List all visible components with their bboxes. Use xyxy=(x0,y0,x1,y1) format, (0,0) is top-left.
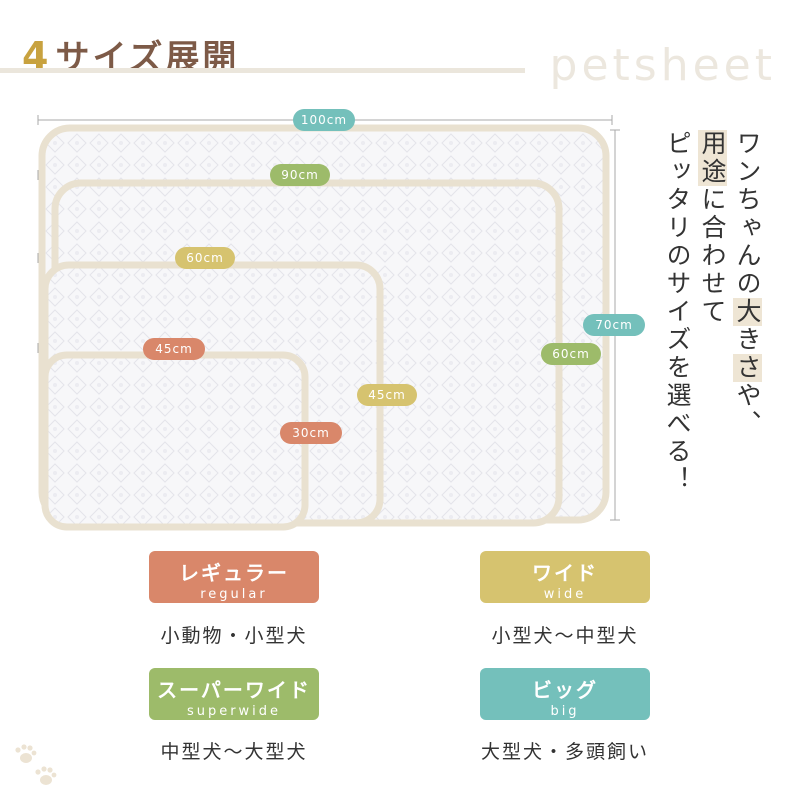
badge-big-jp: ビッグ xyxy=(532,678,598,702)
header-subtitle: petsheet xyxy=(549,40,776,91)
badge-superwide: スーパーワイド superwide xyxy=(149,668,319,720)
badge-big-en: big xyxy=(550,704,580,719)
dim-height-70: 70cm xyxy=(583,314,645,336)
use-wide: 小型犬〜中型犬 xyxy=(491,625,639,647)
badge-wide-en: wide xyxy=(543,587,587,602)
badge-superwide-jp: スーパーワイド xyxy=(157,678,311,702)
dim-width-45: 45cm xyxy=(143,338,205,360)
use-big: 大型犬・多頭飼い xyxy=(480,741,649,763)
dim-width-90: 90cm xyxy=(270,164,330,186)
badge-regular-jp: レギュラー xyxy=(179,561,289,585)
badge-wide-jp: ワイド xyxy=(532,561,598,585)
sheet-regular xyxy=(41,351,309,531)
use-regular: 小動物・小型犬 xyxy=(160,625,308,647)
tagline-line1: ワンちゃんの大きさや、 xyxy=(733,130,762,438)
badge-regular-en: regular xyxy=(200,587,268,602)
dim-height-60: 60cm xyxy=(541,343,601,365)
dim-height-30: 30cm xyxy=(280,422,342,444)
badge-wide: ワイド wide xyxy=(480,551,650,603)
tagline-line3: ピッタリのサイズを選べる！ xyxy=(663,130,692,494)
paw-print-icon xyxy=(15,744,57,785)
badge-regular: レギュラー regular xyxy=(149,551,319,603)
dim-width-60: 60cm xyxy=(175,247,235,269)
badge-big: ビッグ big xyxy=(480,668,650,720)
dim-width-100: 100cm xyxy=(293,109,355,131)
dim-height-45: 45cm xyxy=(357,384,417,406)
tagline-line2: 用途に合わせて xyxy=(698,130,727,326)
use-superwide: 中型犬〜大型犬 xyxy=(160,741,308,763)
header-divider xyxy=(0,68,525,73)
badge-superwide-en: superwide xyxy=(186,704,282,719)
